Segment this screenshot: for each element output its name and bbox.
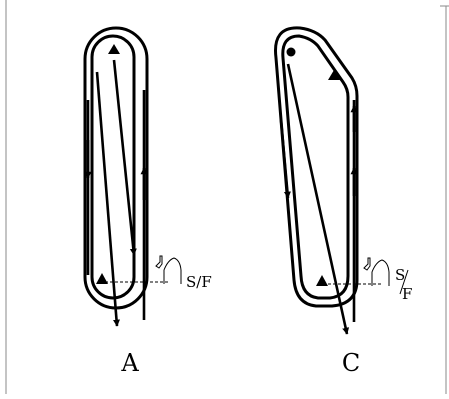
pattern-marker-icon bbox=[363, 257, 390, 286]
panel-c-upper-triangle bbox=[328, 70, 340, 80]
panel-a-diagonal-upper bbox=[112, 59, 137, 256]
panel-a-caption: A bbox=[120, 349, 139, 377]
panel-a-bottom-triangle bbox=[96, 273, 108, 284]
panel-c-outer-loop bbox=[274, 26, 359, 308]
panel-a: S/F A bbox=[83, 26, 212, 377]
panel-c-top-dot bbox=[286, 47, 296, 57]
panel-c-caption: C bbox=[342, 349, 360, 377]
panel-c-inner-loop bbox=[281, 34, 350, 300]
panel-c-diagonal-exit bbox=[286, 63, 350, 335]
panel-a-inner-loop bbox=[90, 34, 136, 300]
pattern-marker-icon bbox=[155, 255, 182, 284]
panel-c: S F C bbox=[274, 26, 412, 377]
panel-a-diagonal-exit bbox=[95, 71, 120, 327]
panel-c-marker-f: F bbox=[402, 285, 412, 303]
panel-c-bottom-triangle bbox=[316, 275, 328, 286]
panel-c-down-arrow bbox=[279, 119, 291, 199]
panel-a-top-triangle bbox=[108, 44, 120, 54]
panel-a-marker-label: S/F bbox=[186, 273, 212, 291]
panel-c-marker-s: S bbox=[395, 266, 405, 284]
panel-c-marker-slash bbox=[399, 269, 409, 295]
